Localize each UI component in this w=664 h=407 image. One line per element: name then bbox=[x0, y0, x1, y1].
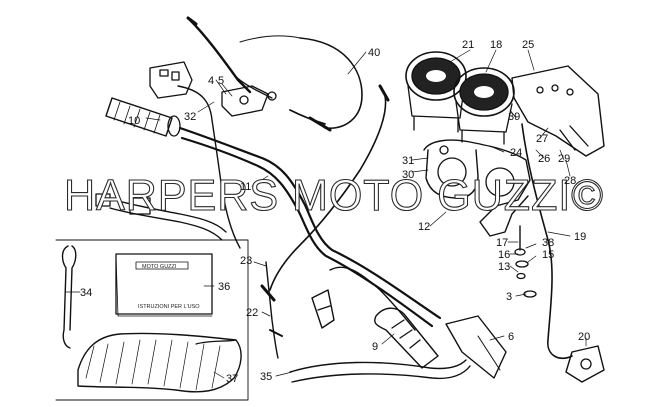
callout-21: 21 bbox=[462, 39, 474, 51]
cable-40 bbox=[239, 35, 363, 132]
callout-31: 31 bbox=[402, 155, 414, 167]
callout-16: 16 bbox=[498, 249, 510, 261]
warning-light-panel bbox=[511, 65, 605, 157]
clutch-lever bbox=[186, 16, 273, 99]
callout-11: 11 bbox=[240, 181, 251, 193]
callout-5: 5 bbox=[218, 75, 224, 87]
callout-19: 19 bbox=[574, 231, 586, 243]
callout-39: 39 bbox=[508, 111, 520, 123]
callout-20: 20 bbox=[578, 331, 590, 343]
manual-brand: MOTO GUZZI bbox=[142, 264, 177, 270]
left-switch-housing bbox=[149, 61, 193, 99]
tachometer bbox=[453, 67, 515, 145]
callout-9: 9 bbox=[372, 341, 378, 353]
right-grip bbox=[374, 307, 439, 369]
callout-3: 3 bbox=[506, 291, 512, 303]
mount-hardware bbox=[514, 225, 537, 298]
callout-18: 18 bbox=[490, 39, 502, 51]
callout-12: 12 bbox=[418, 221, 430, 233]
callout-10: 10 bbox=[128, 115, 140, 127]
callout-30: 30 bbox=[402, 169, 414, 181]
callout-35: 35 bbox=[260, 371, 272, 383]
cable-19 bbox=[521, 123, 573, 360]
callout-25: 25 bbox=[522, 39, 534, 51]
throttle-cable bbox=[329, 266, 416, 331]
tool-roll bbox=[77, 332, 242, 393]
callout-37: 37 bbox=[226, 373, 238, 385]
throttle-housing bbox=[445, 315, 507, 379]
cable-boot bbox=[311, 289, 335, 329]
switch-wiring bbox=[95, 85, 241, 249]
cable-24 bbox=[269, 84, 390, 291]
owners-manual bbox=[115, 253, 213, 317]
left-grip bbox=[105, 97, 181, 137]
strap-34 bbox=[61, 245, 77, 349]
callout-29: 29 bbox=[558, 153, 570, 165]
callout-17: 17 bbox=[496, 237, 508, 249]
callout-6: 6 bbox=[508, 331, 514, 343]
callout-27: 27 bbox=[536, 133, 548, 145]
leader-lines bbox=[65, 49, 587, 379]
callout-22: 22 bbox=[246, 307, 258, 319]
callout-26: 26 bbox=[538, 153, 550, 165]
callout-4: 4 bbox=[208, 75, 214, 87]
callout-24b: 24 bbox=[510, 147, 522, 159]
callout-labels: 40 4 5 32 10 21 18 25 39 27 24 26 29 28 … bbox=[80, 39, 590, 385]
cables-35 bbox=[289, 359, 471, 383]
right-switch-20 bbox=[565, 345, 605, 383]
callout-38: 38 bbox=[542, 237, 554, 249]
manual-caption: ISTRUZIONI PER L'USO bbox=[138, 304, 200, 310]
callout-32: 32 bbox=[184, 111, 196, 123]
speedometer bbox=[405, 51, 467, 133]
toolkit-box bbox=[55, 239, 249, 401]
cable-23 bbox=[260, 261, 283, 359]
callout-28: 28 bbox=[564, 175, 576, 187]
watermark: HARPERS MOTO GUZZI© bbox=[64, 171, 604, 220]
callout-15: 15 bbox=[542, 249, 554, 261]
callout-13: 13 bbox=[498, 261, 510, 273]
callout-36: 36 bbox=[218, 281, 230, 293]
callout-23: 23 bbox=[240, 255, 252, 267]
lever-perch bbox=[221, 85, 277, 117]
callout-34: 34 bbox=[80, 287, 92, 299]
callout-40: 40 bbox=[368, 47, 380, 59]
